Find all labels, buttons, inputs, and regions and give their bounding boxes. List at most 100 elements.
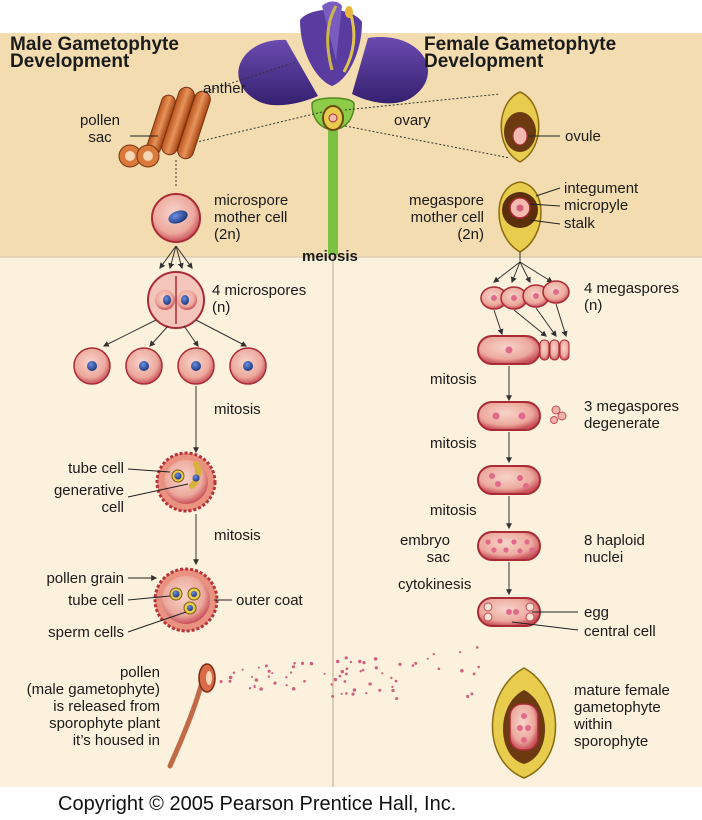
functional-megaspore-stage	[477, 335, 570, 365]
pollen-dot	[361, 668, 365, 672]
pollen-grain-cytoplasm-1	[164, 460, 208, 504]
pollen-dot	[323, 672, 326, 675]
pollen-dot	[331, 694, 335, 698]
pollen-dot	[267, 675, 271, 678]
four-nucleus-1	[489, 473, 495, 479]
anther-opening-inner	[206, 671, 212, 685]
pollen-dot	[477, 665, 480, 669]
style	[326, 5, 338, 71]
top-band	[0, 33, 702, 257]
pollen-dot	[368, 682, 372, 686]
meiosis-arrows-female	[493, 261, 554, 284]
callout-ovary-line-top	[344, 93, 501, 111]
egg-cell-shape	[483, 612, 493, 622]
label-mitosis-male-1: mitosis	[214, 401, 261, 418]
pollen-dispersal-dots	[219, 646, 480, 701]
sac-two-nucleus-1	[492, 412, 500, 420]
pollen-dot	[344, 672, 348, 676]
pollen-dot	[333, 677, 338, 682]
convergence-arrow-1	[493, 309, 504, 336]
convergence-arrow-2	[513, 309, 547, 337]
label-mature-female-1: mature female	[574, 682, 670, 699]
pollen-dot	[219, 680, 223, 684]
meiosis-arrow-male-4	[175, 245, 193, 269]
anther-cross-1-hole	[125, 151, 135, 161]
ovary-ovule-dot	[328, 113, 338, 123]
callout-anther-line	[197, 61, 297, 95]
meiosis-arrow-female-1	[493, 261, 521, 283]
tube-cell-nucleus	[174, 472, 182, 480]
micropyle-pointer	[529, 203, 561, 207]
petal-right	[352, 37, 429, 104]
sac-two-nuclei	[477, 401, 541, 431]
pollen-dot	[394, 679, 398, 683]
label-haploid-nuclei-2: nuclei	[584, 549, 624, 566]
meiosis-arrow-male-1	[159, 245, 177, 269]
pollen-dot	[460, 668, 464, 673]
eight-nucleus-5	[511, 539, 517, 545]
mature-ovule-illustration	[491, 667, 557, 779]
four-nucleus-3	[517, 475, 523, 481]
label-pollen-release-4: sporophyte plant	[49, 715, 160, 732]
tetrad-nucleus-right	[181, 295, 189, 305]
functional-megaspore-nucleus	[505, 346, 513, 354]
pollen-dot	[264, 664, 268, 668]
mature-sac-nucleus-4	[521, 737, 527, 743]
degenerating-cell-2	[549, 339, 560, 361]
microspore-1-nucleus	[87, 361, 97, 371]
pollen-dot	[253, 684, 256, 687]
label-mitosis-female-1: mitosis	[430, 371, 477, 388]
pollen-dot	[470, 692, 474, 696]
pollen-dot	[345, 692, 348, 695]
pollen-dot	[351, 692, 355, 696]
label-mitosis-male-2: mitosis	[214, 527, 261, 544]
microspore-mother-cell	[151, 193, 201, 243]
label-microspore-mother-2: mother cell	[214, 209, 288, 226]
label-pollen-release-3: is released from	[53, 698, 160, 715]
eight-nucleus-4	[503, 547, 509, 553]
label-microspore-mother-3: (2n)	[214, 226, 241, 243]
label-megaspore-mother-3: (2n)	[457, 226, 484, 243]
pollen-dot	[254, 678, 259, 682]
eight-nucleate-sac	[477, 531, 541, 561]
label-ovary: ovary	[394, 112, 431, 129]
tetrad-microspores	[147, 271, 205, 329]
megaspore-4-nucleus	[553, 289, 559, 295]
copyright-notice: Copyright © 2005 Pearson Prentice Hall, …	[58, 793, 457, 815]
pollen-dot	[303, 679, 306, 683]
pollen-dot	[472, 672, 476, 676]
generative-cell-pointer	[127, 483, 189, 498]
pollen-dot	[458, 650, 462, 654]
convergence-arrow-4	[555, 303, 568, 338]
anther-lobe-2	[177, 90, 211, 160]
eight-nucleus-1	[485, 539, 491, 545]
label-cytokinesis: cytokinesis	[398, 576, 472, 593]
eight-nucleus-7	[524, 539, 530, 545]
four-microspores	[73, 347, 267, 385]
pollen-dot	[291, 665, 296, 669]
label-meiosis: meiosis	[302, 248, 358, 265]
label-pollen-sac-1: pollen	[79, 112, 121, 129]
pollen-grain-mature	[153, 567, 219, 633]
label-outer-coat: outer coat	[236, 592, 303, 609]
pollen-dot	[398, 662, 402, 667]
split-arrow-2	[149, 325, 169, 347]
convergence-arrow-3	[535, 307, 557, 337]
mature-embryo-sac	[477, 597, 541, 627]
label-degenerate-2: degenerate	[584, 415, 660, 432]
pollen-dot	[345, 667, 349, 671]
meiosis-arrow-female-3	[519, 261, 531, 284]
split-arrow-1	[102, 319, 157, 347]
label-ovule: ovule	[565, 128, 601, 145]
stem	[328, 130, 338, 255]
tube-cell-pointer	[127, 468, 171, 473]
megaspore-1-nucleus	[491, 295, 497, 301]
label-generative-cell-2: cell	[101, 499, 124, 516]
pollen-dot	[338, 674, 342, 678]
label-megaspore-mother-2: mother cell	[410, 209, 484, 226]
split-arrow-3	[183, 325, 199, 347]
label-megaspore-mother-1: megaspore	[408, 192, 484, 209]
sac-two-nucleus-2	[518, 412, 526, 420]
petal-back	[322, 1, 342, 60]
pollen-dot	[300, 661, 305, 665]
